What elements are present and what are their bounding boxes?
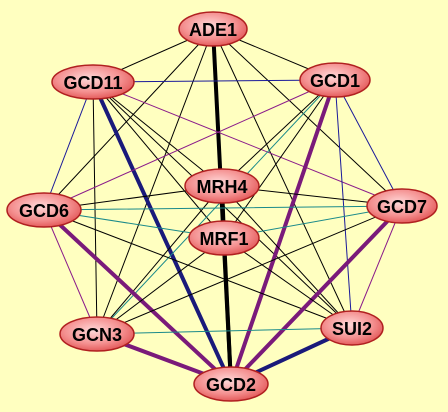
edge-gcd11-gcd6 bbox=[43, 81, 94, 211]
edge-gcd6-gcd7 bbox=[43, 205, 403, 211]
node-ellipse[interactable] bbox=[178, 11, 248, 47]
node-label[interactable]: MRH4 bbox=[196, 177, 247, 197]
node-ellipse[interactable] bbox=[299, 62, 371, 98]
node-ellipse[interactable] bbox=[193, 366, 269, 402]
node-ellipse[interactable] bbox=[51, 64, 135, 100]
edge-ade1-gcn3 bbox=[96, 28, 214, 335]
node-gcd1[interactable]: GCD1 bbox=[299, 62, 371, 98]
edge-gcd1-mrf1 bbox=[223, 79, 336, 239]
edge-gcd1-gcd7 bbox=[334, 79, 403, 207]
edge-mrh4-sui2 bbox=[221, 185, 353, 329]
edge-mrf1-gcd2 bbox=[222, 236, 233, 386]
edge-mrh4-gcn3 bbox=[96, 185, 223, 335]
node-ellipse[interactable] bbox=[188, 220, 260, 256]
node-label[interactable]: GCN3 bbox=[72, 325, 122, 345]
edge-gcd1-gcd2 bbox=[229, 78, 337, 386]
node-mrh4[interactable]: MRH4 bbox=[184, 168, 260, 204]
node-sui2[interactable]: SUI2 bbox=[320, 310, 384, 346]
node-label[interactable]: GCD2 bbox=[206, 375, 256, 395]
node-ellipse[interactable] bbox=[59, 316, 135, 352]
edge-gcd1-mrh4 bbox=[221, 79, 336, 187]
edge-gcd1-gcn3 bbox=[96, 79, 336, 335]
edge-gcd11-mrh4 bbox=[92, 81, 223, 187]
node-label[interactable]: GCD1 bbox=[310, 71, 360, 91]
node-ellipse[interactable] bbox=[366, 188, 438, 224]
node-gcd7[interactable]: GCD7 bbox=[366, 188, 438, 224]
node-gcd2[interactable]: GCD2 bbox=[193, 366, 269, 402]
node-gcd6[interactable]: GCD6 bbox=[6, 192, 82, 228]
node-ellipse[interactable] bbox=[6, 192, 82, 228]
edge-ade1-sui2 bbox=[212, 28, 353, 329]
edge-gcd1-sui2 bbox=[334, 79, 353, 329]
edge-gcd11-gcd7 bbox=[92, 81, 403, 207]
node-gcn3[interactable]: GCN3 bbox=[59, 316, 135, 352]
edges-layer bbox=[42, 27, 404, 386]
edge-gcd6-gcn3 bbox=[43, 209, 98, 335]
edge-mrf1-gcn3 bbox=[96, 237, 225, 335]
node-label[interactable]: GCD6 bbox=[19, 201, 69, 221]
edge-gcd11-gcn3 bbox=[92, 81, 98, 335]
node-ellipse[interactable] bbox=[320, 310, 384, 346]
node-label[interactable]: ADE1 bbox=[189, 20, 237, 40]
node-gcd11[interactable]: GCD11 bbox=[51, 64, 135, 100]
edge-ade1-gcd7 bbox=[212, 28, 403, 207]
edge-gcd6-gcd2 bbox=[42, 208, 233, 386]
edge-gcd7-sui2 bbox=[351, 205, 403, 329]
node-ellipse[interactable] bbox=[184, 168, 260, 204]
node-label[interactable]: MRF1 bbox=[200, 229, 249, 249]
edge-gcd11-gcd2 bbox=[91, 80, 233, 386]
edge-gcd11-mrf1 bbox=[92, 81, 225, 239]
node-mrf1[interactable]: MRF1 bbox=[188, 220, 260, 256]
node-label[interactable]: GCD7 bbox=[377, 197, 427, 217]
edge-gcd7-gcd2 bbox=[229, 204, 404, 386]
edge-ade1-gcd6 bbox=[43, 28, 214, 211]
node-label[interactable]: SUI2 bbox=[332, 319, 372, 339]
edge-mrf1-sui2 bbox=[223, 237, 353, 329]
edge-gcn3-sui2 bbox=[96, 327, 353, 335]
node-ade1[interactable]: ADE1 bbox=[178, 11, 248, 47]
edge-gcd6-sui2 bbox=[43, 209, 353, 329]
node-label[interactable]: GCD11 bbox=[63, 73, 122, 93]
edge-gcd7-gcn3 bbox=[96, 205, 403, 335]
edge-gcd1-gcd6 bbox=[43, 79, 336, 211]
